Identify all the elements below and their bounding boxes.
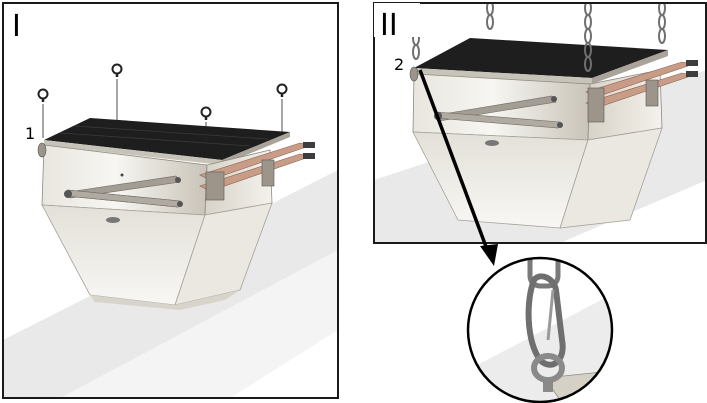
carabiner-icon	[525, 273, 566, 368]
eyebolt-icon	[200, 106, 212, 142]
chain-icon	[527, 258, 561, 289]
detail-zoom-circle	[466, 256, 614, 403]
copper-pipes	[199, 142, 315, 201]
callout-two: 2	[394, 55, 404, 74]
panel-one-label: I	[12, 9, 21, 44]
eyebolt-icon	[276, 83, 288, 132]
eyebolts	[37, 63, 288, 142]
panel-one-frame	[2, 2, 339, 399]
grille-top	[414, 38, 668, 78]
panel-two: II 2	[373, 2, 707, 266]
panel-two-label: II	[380, 8, 398, 43]
callout-one: 1	[25, 124, 35, 143]
detail-arrow-icon	[418, 69, 498, 266]
hopper-unit-two	[409, 38, 698, 229]
panel-two-frame	[373, 2, 707, 244]
hopper-unit-one	[37, 118, 315, 310]
eyebolt-icon	[111, 63, 123, 120]
support-braces	[64, 175, 183, 208]
grille-top	[44, 118, 290, 160]
eyebolt-icon	[37, 88, 49, 138]
panel-one: I	[2, 2, 339, 399]
